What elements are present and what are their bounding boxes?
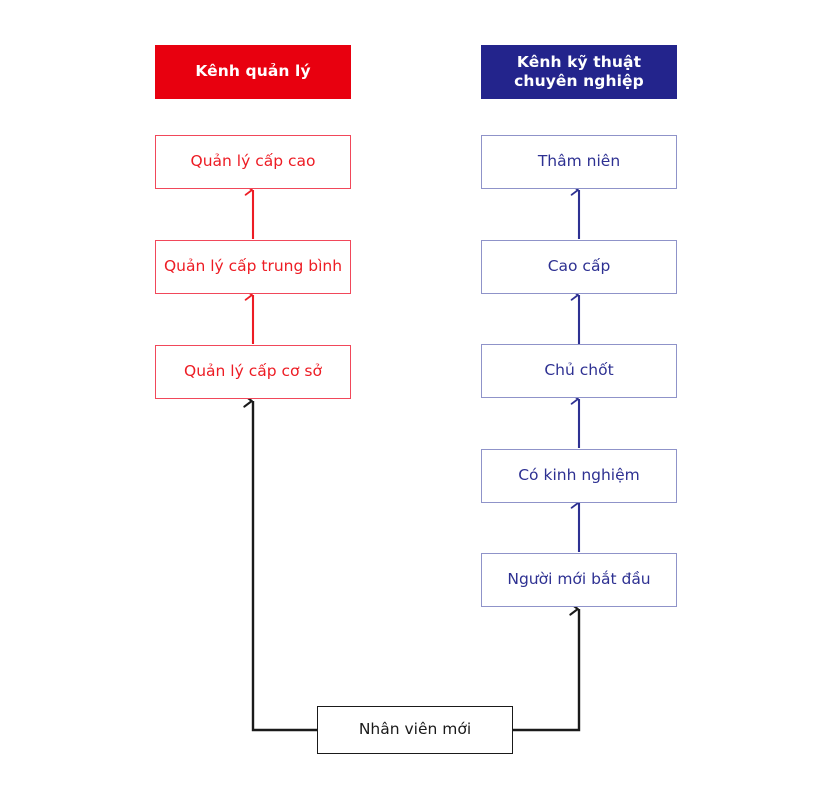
technical-level-3[interactable]: Chủ chốt [481, 344, 677, 398]
arrow-entry-to-management [243, 394, 317, 732]
column-header-technical: Kênh kỹ thuật chuyên nghiệp [481, 45, 677, 99]
technical-level-2[interactable]: Cao cấp [481, 240, 677, 294]
management-level-3[interactable]: Quản lý cấp cơ sở [155, 345, 351, 399]
column-header-technical-line1: Kênh kỹ thuật [516, 52, 642, 71]
column-header-management: Kênh quản lý [155, 45, 351, 99]
technical-level-5[interactable]: Người mới bắt đầu [481, 553, 677, 607]
technical-level-1[interactable]: Thâm niên [481, 135, 677, 189]
technical-level-4[interactable]: Có kinh nghiệm [481, 449, 677, 503]
column-header-technical-line2: chuyên nghiệp [514, 72, 644, 90]
management-level-1[interactable]: Quản lý cấp cao [155, 135, 351, 189]
management-level-2[interactable]: Quản lý cấp trung bình [155, 240, 351, 294]
entry-node-new-employee[interactable]: Nhân viên mới [317, 706, 513, 754]
arrow-entry-to-technical [513, 602, 581, 732]
